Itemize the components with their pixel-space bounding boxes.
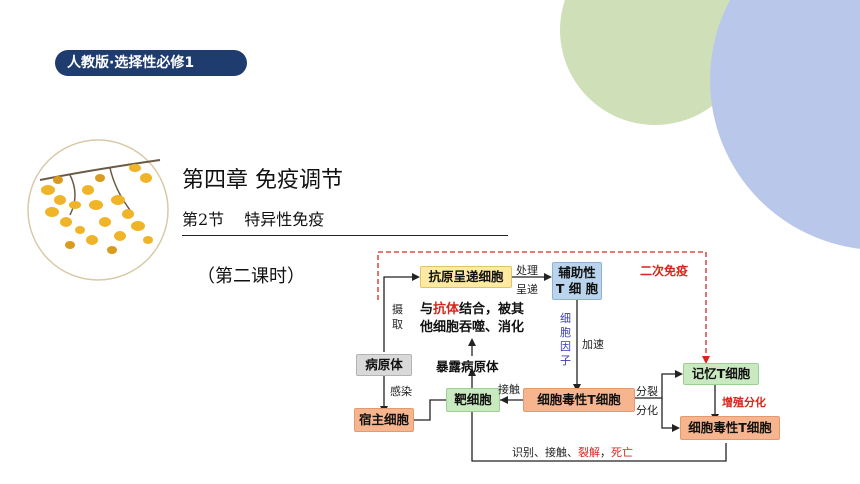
bottom-text-c: ， [600,446,611,459]
label-contact: 接触 [498,383,520,396]
lesson-label: （第二课时） [197,266,305,287]
label-cytokine: 细 胞 因 子 [560,312,571,367]
label-infect: 感染 [390,385,412,398]
antibody-text-a: 与 [420,302,434,317]
label-secondary-immunity: 二次免疫 [640,264,689,278]
secondary-immunity-dashed-line [377,251,707,356]
bottom-text-a: 识别、接触、 [512,446,578,459]
antibody-binding-text: 与抗体结合，被其 他细胞吞噬、消化 [420,301,524,337]
section-title: 第2节特异性免疫 [182,206,324,230]
memory-t-cell-box: 记忆T细胞 [683,363,759,385]
label-present: 呈递 [516,283,538,296]
label-accelerate: 加速 [582,338,604,351]
host-cell-box: 宿主细胞 [354,408,414,432]
helper-t-cell-box: 辅助性 T 细 胞 [552,262,602,300]
label-process: 处理 [516,264,538,277]
section-name: 特异性免疫 [244,210,325,229]
edition-badge: 人教版·选择性必修1 [55,50,247,76]
label-divide: 分裂 [636,385,658,398]
green-circle-decoration [560,0,750,125]
blue-circle-decoration [710,0,860,249]
antibody-text-c: 结合，被其 [459,302,525,317]
title-divider [182,235,508,236]
bottom-text-b: 裂解 [578,446,600,459]
chapter-title: 第四章 免疫调节 [182,168,343,193]
label-expose-pathogen: 暴露病原体 [436,359,499,374]
diagram-arrows [383,276,727,462]
antibody-text-b: 抗体 [433,302,460,317]
bottom-text-d: 死亡 [611,446,633,459]
secondary-arrow-head [702,356,710,364]
pathogen-box: 病原体 [356,354,412,376]
label-differentiate: 分化 [636,404,658,417]
antigen-presenting-cell-box: 抗原呈递细胞 [420,266,512,288]
cytotoxic-t-cell-box-2: 细胞毒性T细胞 [680,416,780,440]
bottom-loop-label: 识别、接触、裂解，死亡 [512,444,633,460]
label-proliferate: 增殖分化 [722,396,766,409]
cytotoxic-t-cell-box: 细胞毒性T细胞 [523,388,635,412]
section-number: 第2节 [182,210,225,229]
antibody-text-line2: 他细胞吞噬、消化 [420,320,525,335]
ginkgo-leaves-image [27,139,169,281]
target-cell-box: 靶细胞 [446,388,500,412]
label-uptake: 摄 取 [392,303,403,331]
